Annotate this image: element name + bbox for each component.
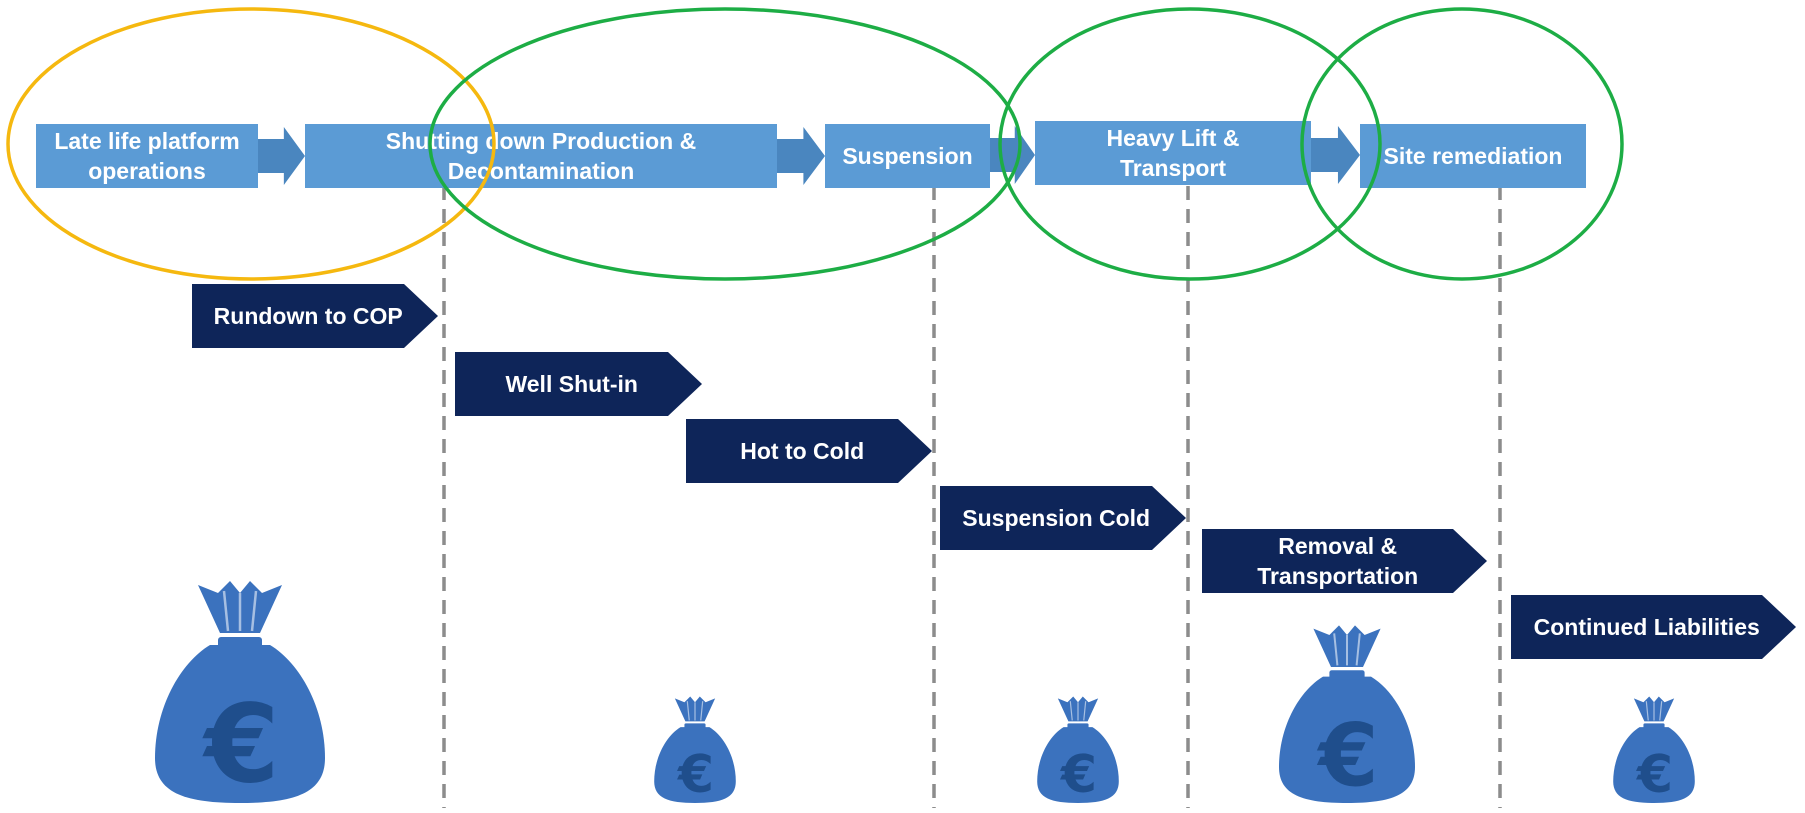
chevron-shape [1202,529,1487,593]
activity-chevron-continued-liabilities: Continued Liabilities [1511,595,1796,659]
chevron-shape [1511,595,1796,659]
bag-neck [218,637,262,649]
euro-symbol: € [1636,745,1673,805]
activity-chevron-hot-to-cold: Hot to Cold [686,419,932,483]
bag-body [654,727,736,803]
highlight-ellipse [6,7,496,281]
money-bag-icon: € [1613,696,1695,805]
phase-box-bg [825,124,990,188]
highlight-ellipse [1300,7,1624,281]
bag-body [1279,676,1415,803]
phase-box-site-remediation: Site remediation [1360,124,1586,188]
bag-neck [1643,723,1665,730]
connector-arrow [777,127,825,185]
connector-arrow [258,127,305,185]
phase-label-line: Suspension [842,143,972,169]
activity-chevron-rundown-to-cop: Rundown to COP [192,284,438,348]
bag-tie-folds [222,590,258,632]
phase-highlights [6,7,1624,281]
phase-box-bg [36,124,258,188]
activity-chevron-suspension-cold: Suspension Cold [940,486,1186,550]
bag-body [155,645,325,803]
phase-dividers [442,186,1502,808]
bag-body [1037,727,1119,803]
chevron-shape [192,284,438,348]
activity-label-line: Continued Liabilities [1534,614,1760,640]
phase-connectors [258,126,1360,185]
activity-label-line: Transportation [1257,563,1418,589]
bag-neck [684,723,706,730]
phase-box-late-life-platform-operations: Late life platform operations [36,124,258,188]
bag-tie-folds [1333,633,1361,666]
bag-body [1613,727,1695,803]
chevron-shape [455,352,702,416]
activity-label-line: Hot to Cold [740,438,864,464]
phase-row: Late life platform operations Shutting dow… [36,121,1586,188]
highlight-ellipse [998,7,1382,281]
phase-box-bg [305,124,777,188]
money-bag-icon: € [654,696,736,805]
activity-label-line: Suspension Cold [962,505,1150,531]
chevron-shape [686,419,932,483]
phase-box-shutting-down-production-decontamination: Shutting down Production & Decontaminatio… [305,124,777,188]
activity-chevron-well-shut-in: Well Shut-in [455,352,702,416]
phase-box-heavy-lift-transport: Heavy Lift & Transport [1035,121,1311,185]
cost-icon-row: € € € € € [155,581,1695,808]
phase-box-bg [1360,124,1586,188]
activity-chevron-removal-transportation: Removal & Transportation [1202,529,1487,593]
money-bag-icon: € [1037,696,1119,805]
phase-label-line: Heavy Lift & [1107,125,1240,151]
euro-symbol: € [677,745,714,805]
bag-tie-folds [1069,701,1087,721]
highlight-ellipse [428,7,1022,281]
phase-label-line: Transport [1120,155,1226,181]
bag-neck [1329,670,1365,680]
bag-tie-folds [1645,701,1663,721]
activity-label-line: Removal & [1278,533,1397,559]
phase-label-line: Site remediation [1384,143,1563,169]
phase-label-line: Decontamination [448,158,635,184]
money-bag-icon: € [155,581,325,808]
phase-box-suspension: Suspension [825,124,990,188]
bag-tie-folds [686,701,704,721]
phase-label-line: Shutting down Production & [386,128,696,154]
euro-symbol: € [1317,707,1379,807]
phase-box-bg [1035,121,1311,185]
money-bag-icon: € [1279,625,1415,807]
euro-symbol: € [201,683,279,808]
phase-label-line: Late life platform [54,128,239,154]
activity-label-line: Well Shut-in [505,371,637,397]
bag-neck [1067,723,1089,730]
activity-label-line: Rundown to COP [214,303,403,329]
euro-symbol: € [1060,745,1097,805]
phase-label-line: operations [88,158,206,184]
chevron-shape [940,486,1186,550]
connector-arrow [1311,126,1360,184]
